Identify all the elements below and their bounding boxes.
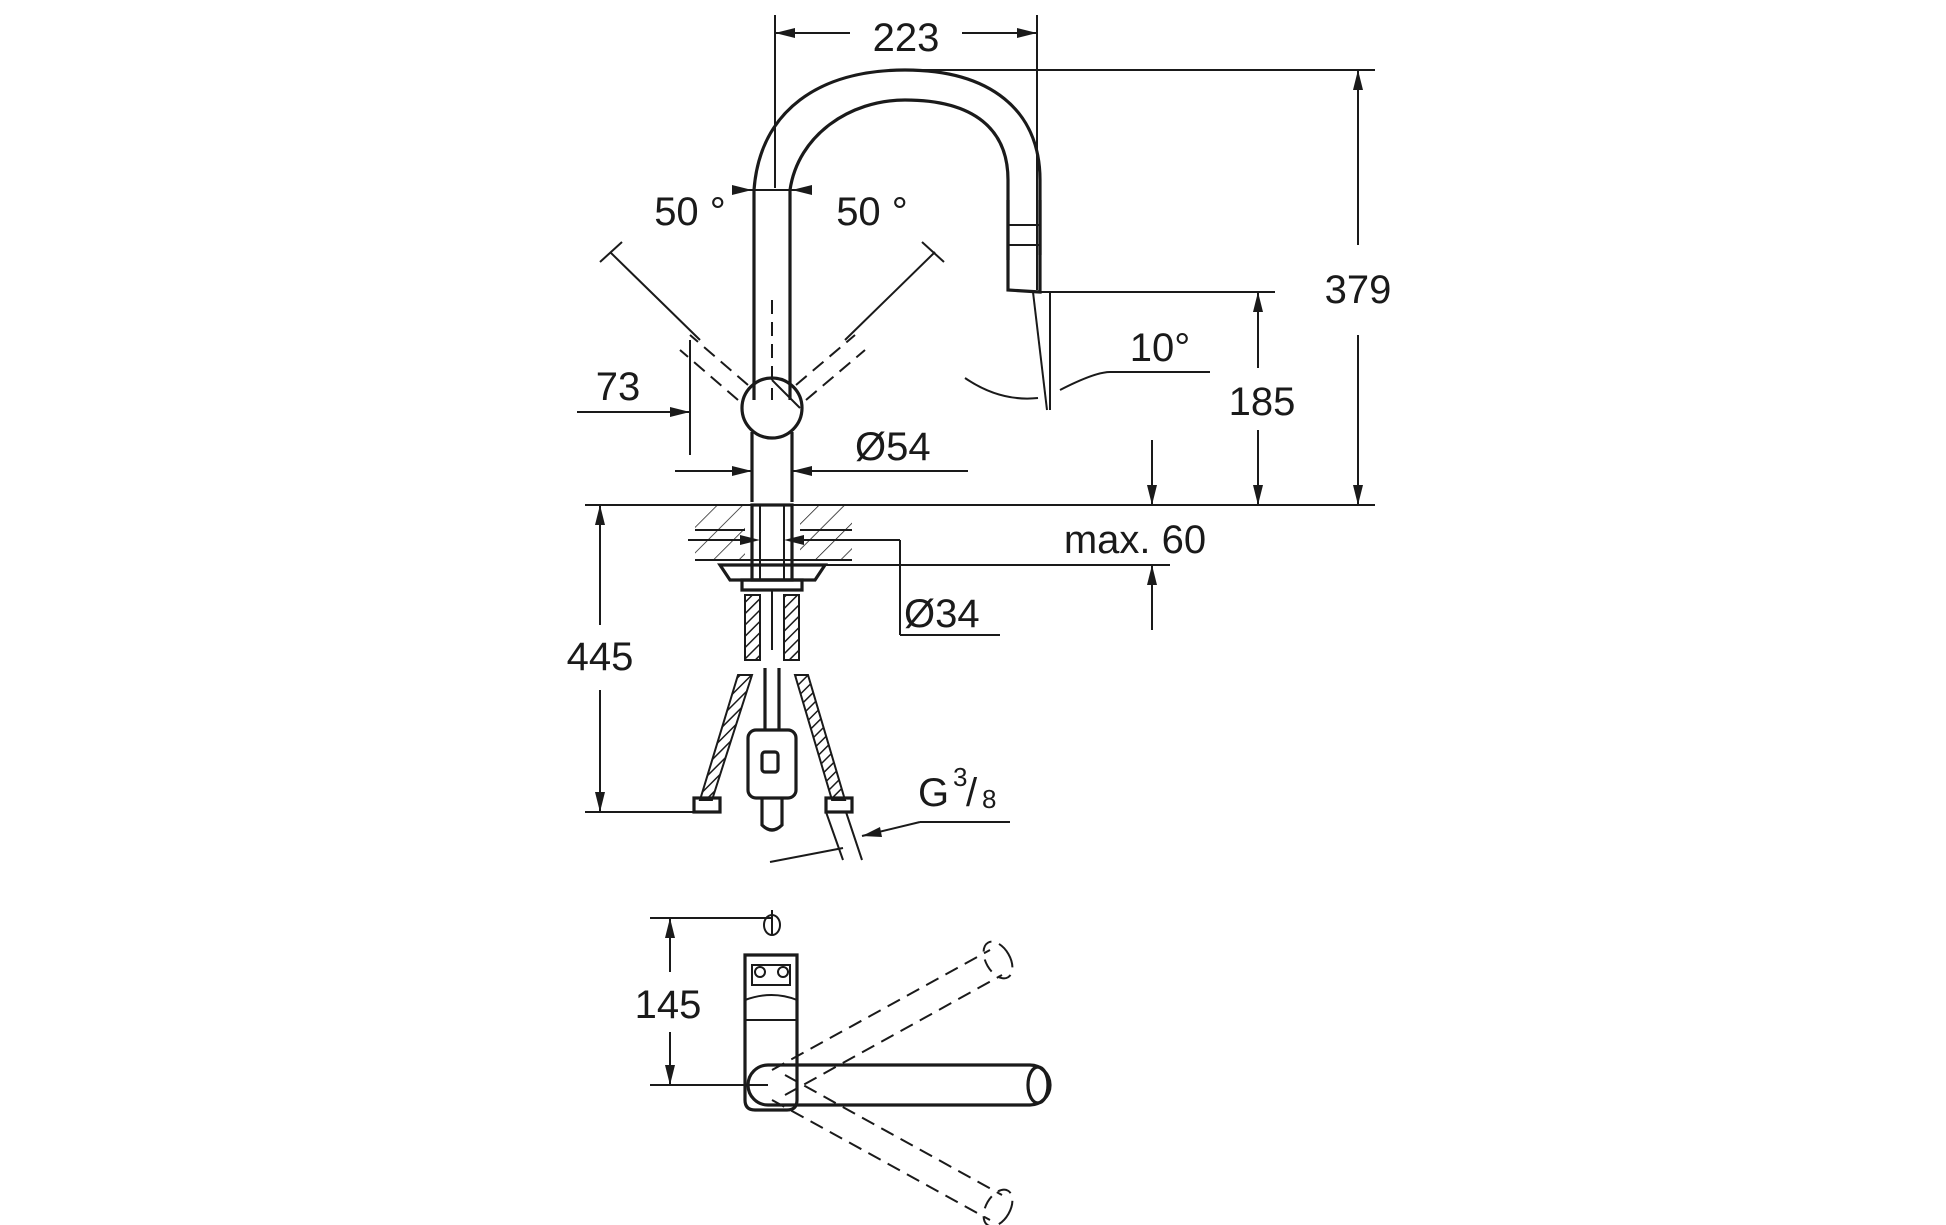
dim-max-thickness: max. 60 (1064, 518, 1206, 562)
dim-height-total: 379 (1325, 268, 1392, 312)
faucet-body (750, 432, 794, 502)
plan-body (743, 953, 799, 1112)
spout-outline-outer (752, 190, 792, 400)
dim-thread-denominator: 8 (982, 784, 996, 814)
braided-hose-left (744, 594, 761, 661)
spout-gooseneck-inner (788, 98, 1010, 260)
dim-height-outlet: 185 (1229, 380, 1296, 424)
outlet-tilt-line (1032, 291, 1048, 411)
hose-weight (746, 728, 798, 800)
dim-handle-offset: 73 (596, 365, 641, 409)
plan-handle-ccw (771, 949, 1003, 1096)
braided-hose-right (783, 594, 800, 661)
lever-right-position (795, 334, 866, 401)
lever-ball (740, 376, 804, 440)
plan-handle-cw (771, 1074, 1003, 1221)
dim-width-spout: 223 (873, 16, 940, 60)
dim-angle-left: 50 ° (654, 190, 726, 234)
dim-angle-right: 50 ° (836, 190, 908, 234)
countertop-hatch-left (695, 505, 745, 560)
braided-hose-lower-left (698, 674, 754, 801)
dimension-lines: 223 379 185 10° 50 ° 50 ° 73 (567, 15, 1392, 863)
dim-body-diameter: Ø54 (855, 425, 931, 469)
dim-hose-length: 445 (567, 635, 634, 679)
plan-handle (746, 1063, 1052, 1107)
mounting-nut (717, 563, 828, 582)
countertop-hatch-right (800, 505, 852, 560)
faucet-elevation (585, 68, 1375, 832)
lever-right-guide (844, 251, 936, 341)
lever-left-tick (599, 241, 623, 263)
dim-thread-numerator: 3 (953, 762, 967, 792)
tilt-arc (964, 377, 1039, 400)
hose-end (760, 798, 784, 832)
mounting-shank (750, 503, 794, 582)
hose-fitting-right (824, 796, 854, 814)
dim-angle-tilt: 10° (1130, 326, 1191, 370)
braided-hose-lower-right (793, 674, 847, 801)
pullout-hose (763, 668, 781, 730)
dim-thread-slash: / (966, 771, 978, 815)
dim-thread-g: G (918, 771, 949, 815)
dim-plan-depth: 145 (635, 983, 702, 1027)
lever-ball-axis (771, 379, 801, 409)
lever-left-guide (609, 251, 701, 341)
dim-hole-diameter: Ø34 (904, 592, 980, 636)
lever-right-tick (921, 241, 945, 263)
lever-left-position (679, 334, 749, 401)
faucet-plan-view: 145 (635, 910, 1052, 1225)
